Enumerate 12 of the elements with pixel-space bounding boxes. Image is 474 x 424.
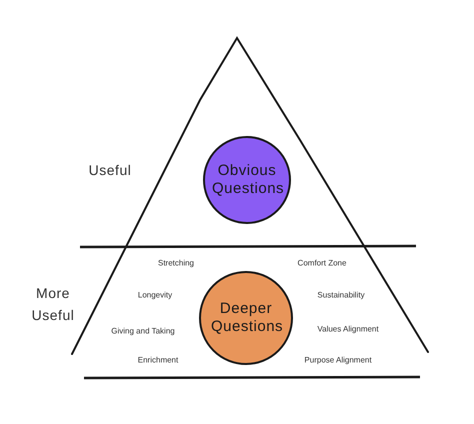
node-label: Obvious Questions — [212, 162, 282, 198]
level-label: More Useful — [30, 284, 76, 325]
quality-label: Comfort Zone — [298, 258, 346, 268]
quality-label: Stretching — [158, 258, 194, 268]
quality-label: Purpose Alignment — [304, 356, 372, 364]
level-label: Useful — [88, 161, 132, 180]
quality-label: Longevity — [138, 290, 172, 300]
quality-label: Sustainability — [317, 290, 365, 300]
quality-label: Giving and Taking — [111, 326, 175, 336]
node-label: Deeper Questions — [211, 300, 281, 336]
quality-label: Values Alignment — [317, 324, 379, 334]
quality-label: Enrichment — [138, 356, 178, 364]
